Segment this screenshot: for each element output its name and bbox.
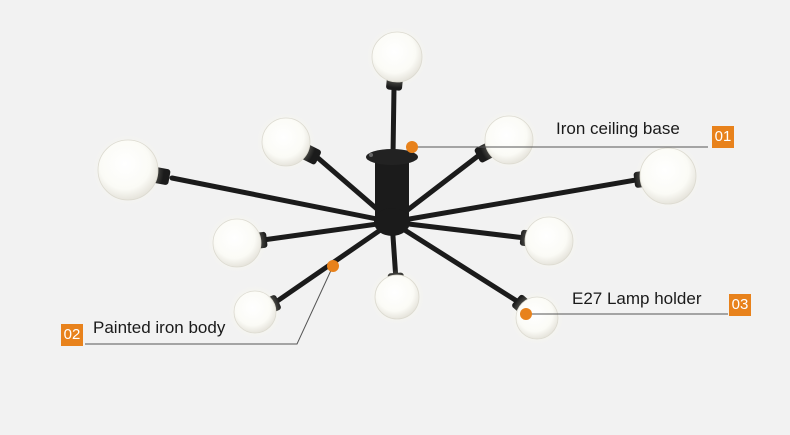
callout-label-e27-lamp-holder: E27 Lamp holder [572, 289, 702, 308]
callout-label-iron-ceiling-base: Iron ceiling base [556, 119, 680, 138]
light-bulb [524, 216, 574, 266]
lamp-arm [169, 175, 395, 225]
lamp-arm [260, 219, 395, 243]
light-bulb [97, 139, 159, 201]
arm-hub [374, 208, 410, 236]
marker-dot-02 [327, 260, 339, 272]
callout-badge-01: 01 [712, 126, 734, 148]
lamp-arm [389, 219, 523, 306]
light-bulbs [92, 26, 702, 345]
light-bulb [261, 117, 311, 167]
marker-dot-03 [520, 308, 532, 320]
light-bulb [374, 274, 420, 320]
light-bulb [484, 115, 534, 165]
leader-line-02 [85, 265, 334, 345]
light-bulb [639, 147, 697, 205]
canopy-screw [369, 153, 373, 157]
callout-badge-03: 03 [729, 294, 751, 316]
light-bulb [233, 290, 277, 334]
ceiling-base [366, 149, 418, 236]
callout-label-painted-iron-body: Painted iron body [93, 318, 226, 337]
light-bulb [515, 296, 559, 340]
callout-leader-lines [85, 141, 728, 345]
ceiling-canopy [366, 149, 418, 165]
light-bulb [371, 31, 423, 83]
lamp-arm [389, 177, 639, 225]
callout-badge-02: 02 [61, 324, 83, 346]
light-bulb [212, 218, 262, 268]
lamp-arm [389, 219, 528, 241]
marker-dot-01 [406, 141, 418, 153]
ceiling-base-body [375, 152, 409, 224]
